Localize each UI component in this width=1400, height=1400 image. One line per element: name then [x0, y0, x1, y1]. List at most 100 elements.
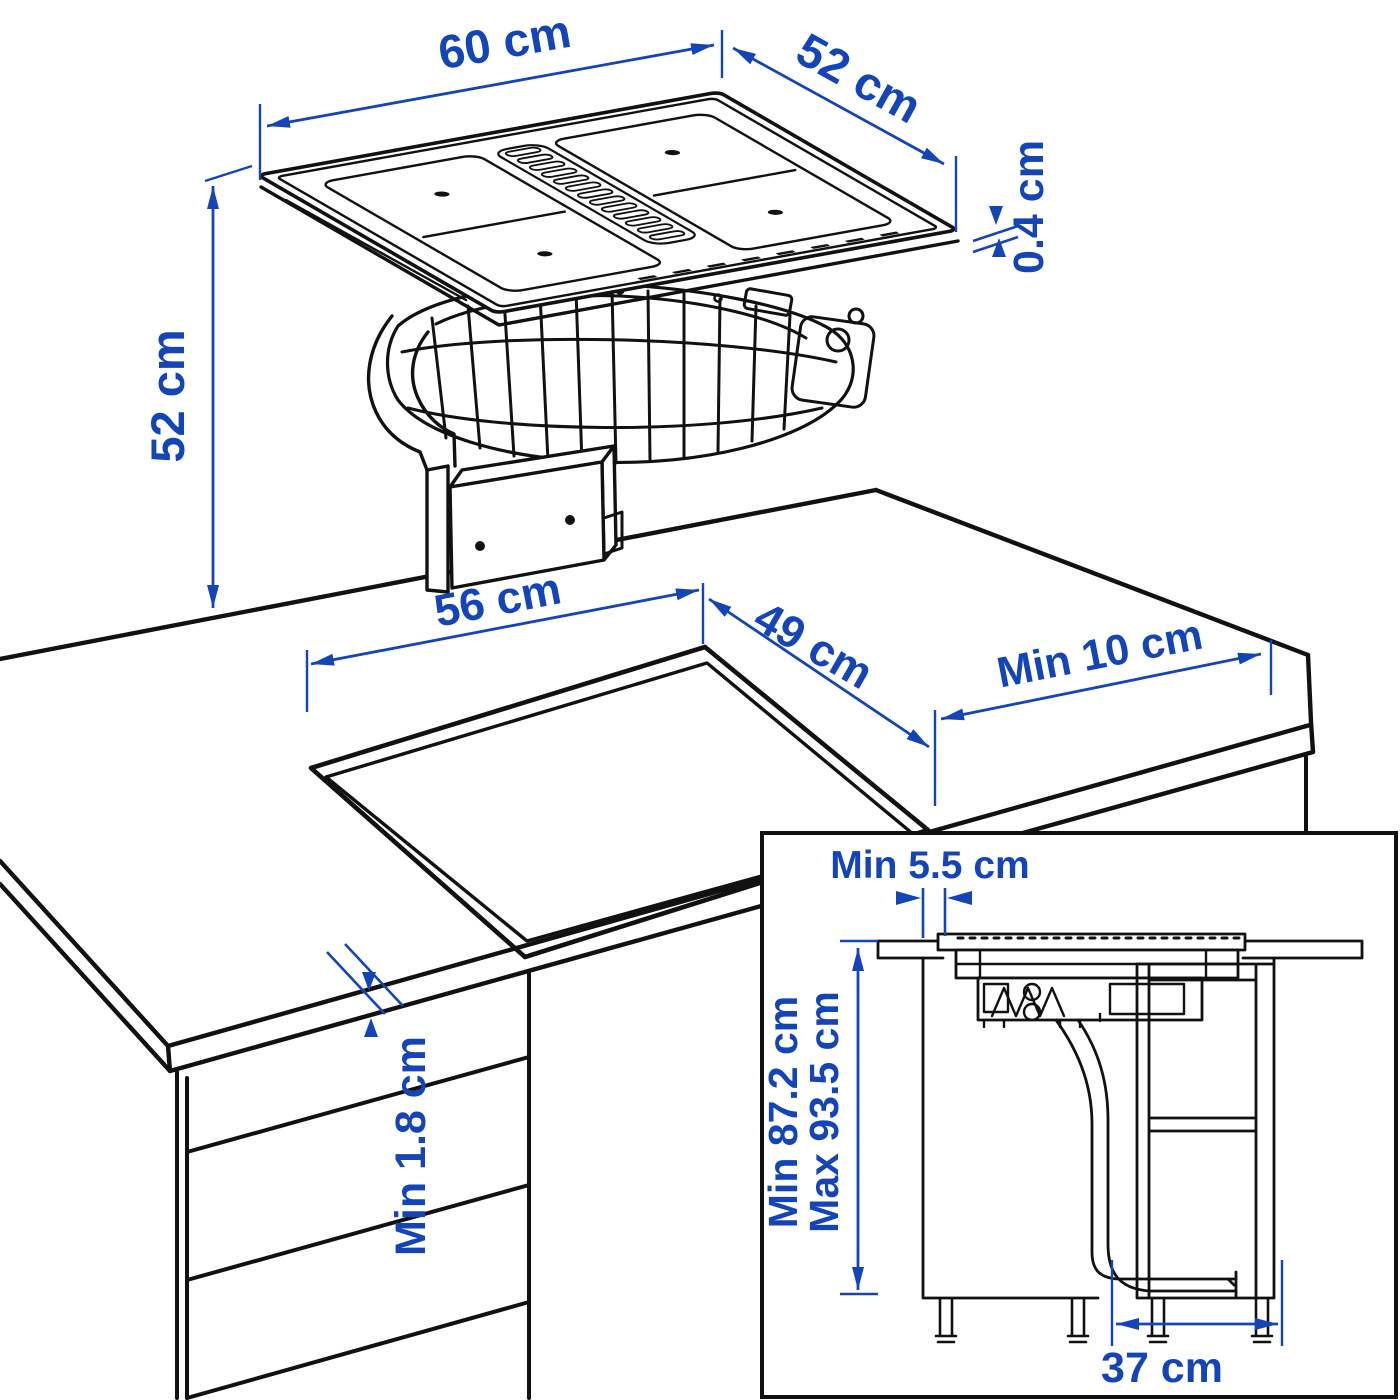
base-cabinet-drawers — [175, 970, 531, 1400]
dimension-installation-height: Min 87.2 cm Max 93.5 cm — [760, 939, 878, 1296]
worktop-front-edge — [165, 722, 1313, 1049]
hob-thickness-label: 0.4 cm — [1005, 140, 1053, 274]
control-mark — [879, 231, 900, 237]
duct-elbow-inner — [410, 330, 457, 468]
dim-ticks-height — [840, 939, 878, 1296]
motor-box — [790, 315, 876, 409]
edge-clearance-label: Min 10 cm — [993, 611, 1206, 698]
dimension-clearance-height: 52 cm — [141, 164, 253, 608]
drawer-divider-3 — [185, 1300, 531, 1400]
vent-slat — [599, 203, 638, 213]
dimension-base-width: 37 cm — [1101, 1260, 1284, 1392]
dim-line-52cm-top — [732, 46, 945, 166]
control-mark — [637, 275, 658, 281]
vent-slat — [504, 147, 543, 157]
control-mark — [844, 237, 865, 243]
duct-screw-2 — [565, 515, 575, 525]
base-width-label: 37 cm — [1101, 1344, 1223, 1392]
cutout-inner-rim — [324, 661, 915, 943]
dim-line-min10 — [940, 652, 1262, 721]
height-max-label: Max 93.5 cm — [801, 991, 847, 1233]
section-right-cabinet — [1135, 956, 1276, 1300]
arrow-down-icon — [989, 206, 1003, 225]
zone-dividers — [423, 170, 795, 237]
section-duct-end — [1226, 1270, 1238, 1299]
dim-line-60cm — [266, 43, 715, 128]
vent-slat — [515, 154, 554, 164]
cabinet-left-edge — [175, 1070, 189, 1400]
vent-slat — [623, 216, 662, 226]
section-duct-inner — [1054, 1018, 1238, 1281]
dimension-front-gap: Min 5.5 cm — [830, 844, 1030, 938]
duct-bracket — [602, 510, 624, 556]
dimension-hob-thickness: 0.4 cm — [972, 140, 1053, 274]
arrow-down-icon — [362, 972, 376, 991]
duct-screw-1 — [475, 541, 485, 551]
clip-3 — [713, 293, 723, 303]
dim-line-56cm — [310, 588, 700, 666]
worktop-thickness-label: Min 1.8 cm — [387, 1036, 435, 1256]
duct-elbow-outer — [366, 314, 429, 472]
inset-panel-border — [760, 831, 1398, 1399]
motor-detail-circle — [825, 327, 851, 353]
dim-line-49cm — [708, 597, 930, 749]
motor-knob — [847, 307, 865, 325]
front-gap-label: Min 5.5 cm — [830, 844, 1029, 887]
vent-slat — [635, 223, 674, 233]
hob — [258, 92, 960, 327]
leg — [1146, 1296, 1170, 1344]
hob-width-label: 60 cm — [434, 4, 574, 79]
zone-dot-3 — [664, 150, 681, 156]
vent-frame — [492, 143, 702, 246]
zone-dot-4 — [767, 209, 783, 215]
dim-ticks-60cm — [258, 30, 724, 180]
hob-thickness-edge — [259, 185, 960, 327]
section-duct-outer — [1076, 1018, 1238, 1293]
cooking-zone-left — [320, 154, 666, 292]
arrow-right-icon — [896, 891, 921, 905]
dimension-edge-clearance: Min 10 cm — [940, 611, 1273, 721]
worktop-left-end — [0, 858, 173, 1074]
arrow-left-icon — [947, 891, 972, 905]
leg — [934, 1296, 958, 1344]
cutout-outer-rim — [308, 644, 931, 960]
thickness-marks-04 — [972, 224, 1019, 254]
arrow-up-icon — [992, 238, 1006, 257]
dimension-cutout-width: 56 cm — [305, 562, 705, 712]
dim-tick-52cm-left — [204, 164, 253, 183]
worktop-island — [0, 487, 1316, 1400]
control-mark — [810, 243, 831, 249]
worktop-front-bottom-edge — [167, 749, 1316, 1074]
section-legs — [934, 1296, 1274, 1344]
clearance-height-label: 52 cm — [141, 329, 194, 462]
dim-ticks-56cm — [305, 583, 705, 712]
control-mark — [775, 250, 796, 256]
extractor-housing — [385, 282, 855, 465]
control-mark — [741, 256, 762, 262]
height-min-label: Min 87.2 cm — [760, 996, 806, 1228]
drawer-divider-2 — [185, 1183, 531, 1282]
section-drawing — [876, 932, 1364, 1344]
dimension-worktop-thickness: Min 1.8 cm — [326, 943, 435, 1256]
cutout-depth-label: 49 cm — [746, 591, 882, 699]
vent-slat — [587, 196, 626, 206]
duct-channel — [425, 464, 450, 594]
vent-slat — [539, 168, 578, 178]
vent-slats — [504, 147, 687, 240]
vent-slat — [611, 209, 650, 219]
dimension-cutout-depth: 49 cm — [708, 591, 937, 806]
control-markings — [637, 231, 900, 281]
control-mark — [671, 268, 692, 274]
worktop-cutout — [308, 644, 931, 960]
worktop-right-end — [1305, 652, 1316, 755]
vent-slat — [551, 175, 590, 185]
duct-box-front — [448, 460, 606, 590]
vent-slat — [563, 182, 602, 192]
gap-ticks — [921, 888, 947, 938]
zone-dot-2 — [537, 251, 553, 257]
extractor-unit — [366, 282, 876, 594]
worktop-right-edge — [873, 487, 1311, 658]
